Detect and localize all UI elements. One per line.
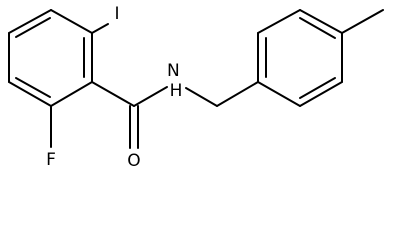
amide-nh-label: N H [167,61,185,101]
carbonyl-oxygen-label: O [127,151,140,171]
bond-nitrogen-methylene [185,87,218,107]
fluoro-iodo-benzene-ring [8,9,93,107]
bond-c1-c2 [50,9,93,34]
fluorine-atom-label: F [46,150,56,170]
bond-t5-t6 [299,81,343,107]
bond-carbonyl-nitrogen [133,86,168,107]
bond-c6-c1-inner [15,17,51,38]
amide-h-letter: H [170,81,183,101]
molecular-structure: I F O N H [8,4,384,171]
bond-methylene-ring [216,81,259,107]
bond-t5-t6-inner [299,77,336,99]
bond-c3-c4 [50,81,93,107]
bond-c6-c1 [8,9,52,34]
bond-t6-t1 [257,81,301,107]
bond-c-iodine [91,23,109,34]
bond-methyl [341,9,384,34]
bond-t3-t4-inner [299,17,336,39]
bond-t2-t3 [257,9,301,34]
p-tolyl-ring [257,9,343,107]
amide-n-letter: N [167,61,180,81]
bond-ring-carbonyl-carbon [91,81,135,107]
bond-t3-t4 [299,9,343,34]
bond-c4-c5 [8,81,52,107]
iodine-atom-label: I [114,4,119,24]
bond-c4-c5-inner [15,77,51,98]
